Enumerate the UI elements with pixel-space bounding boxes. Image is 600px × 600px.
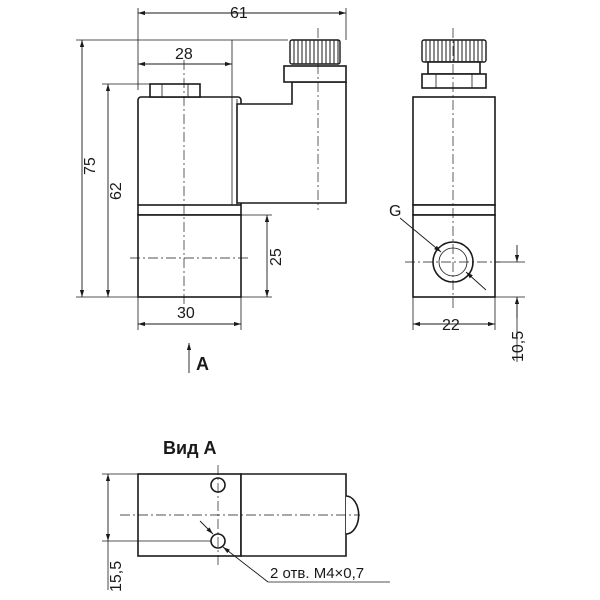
dim-22-label: 22 xyxy=(442,317,460,334)
holes-note: 2 отв. М4×0,7 xyxy=(199,520,390,583)
dim-61-label: 61 xyxy=(230,5,248,22)
connector-housing xyxy=(236,81,347,204)
dim-body-width: 30 xyxy=(137,297,242,330)
connector-cap xyxy=(283,65,347,83)
valve-body xyxy=(137,214,242,298)
dim-28-label: 28 xyxy=(175,46,193,63)
dim-side-width: 22 xyxy=(412,297,496,334)
side-coil xyxy=(412,96,496,206)
dim-overall-height: 75 xyxy=(76,39,288,298)
view-arrow-a: A xyxy=(186,343,209,374)
view-arrow-label: A xyxy=(196,354,209,374)
port-thread-callout: G xyxy=(389,203,487,291)
view-a-title: Вид А xyxy=(163,438,217,458)
dim-port-height: 10,5 xyxy=(495,245,527,362)
dim-hole-offset: 15,5 xyxy=(102,473,211,592)
dim-body-height: 25 xyxy=(241,214,285,298)
dim-62-label: 62 xyxy=(108,182,125,200)
front-view xyxy=(130,28,347,310)
connector-knob xyxy=(289,39,341,65)
dim-10-5-label: 10,5 xyxy=(510,331,527,362)
dim-30-label: 30 xyxy=(177,305,195,322)
view-a xyxy=(120,465,360,565)
dim-overall-width: 61 xyxy=(137,5,347,90)
port-thread-label: G xyxy=(389,203,401,220)
dim-25-label: 25 xyxy=(268,248,285,266)
dim-coil-height: 62 xyxy=(102,83,150,297)
view-a-coil xyxy=(240,473,347,557)
holes-note-label: 2 отв. М4×0,7 xyxy=(270,565,364,582)
coil-nut xyxy=(149,83,201,98)
side-view xyxy=(405,28,500,310)
dim-15-5-label: 15,5 xyxy=(108,561,125,592)
coil-body xyxy=(137,96,242,208)
side-knob xyxy=(421,39,487,63)
dim-75-label: 75 xyxy=(82,157,99,175)
dim-coil-width: 28 xyxy=(138,40,233,99)
